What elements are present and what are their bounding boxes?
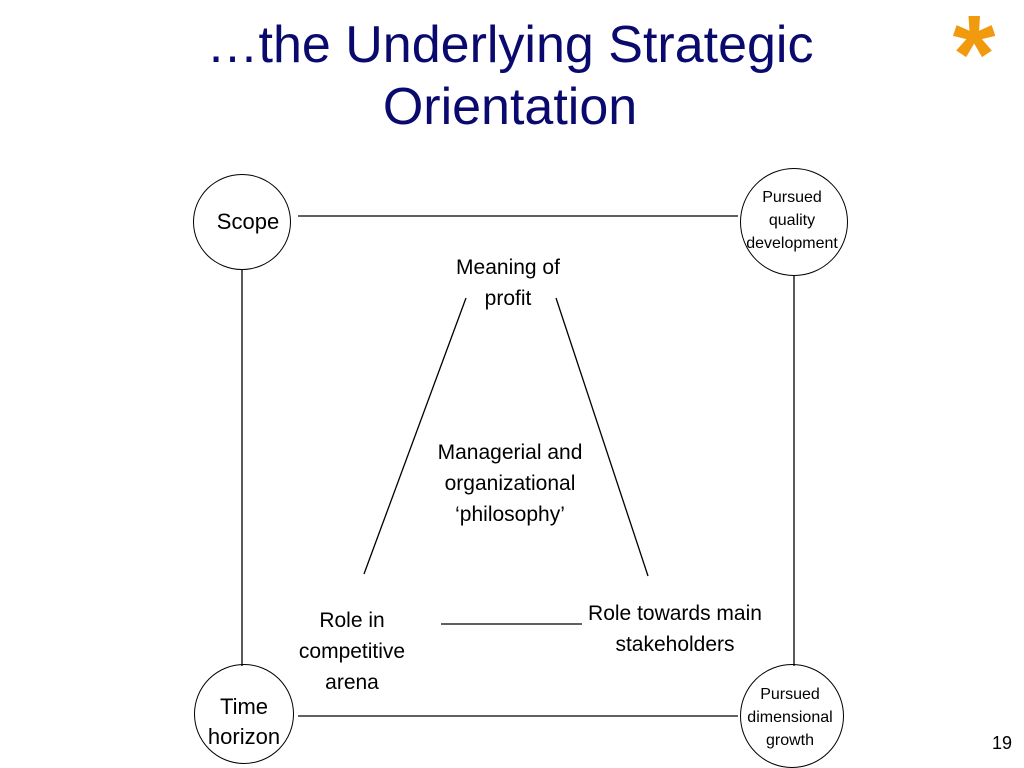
scope-node [193,174,291,270]
pursued-dimensional-label: Pursued dimensional growth [747,686,833,749]
line-profit-to-arena [363,297,467,575]
page-number: 19 [991,733,1012,753]
pursued-quality-label: Pursued quality development [746,189,838,252]
scope-label: Scope [216,209,280,234]
title-line-1: …the Underlying Strategic [206,16,814,74]
managerial-philosophy-label: Managerial and organizational ‘philosoph… [437,441,583,526]
role-competitive-arena-label: Role in competitive arena [298,609,406,694]
time-horizon-node [194,664,294,764]
time-horizon-label: Time horizon [207,694,281,749]
role-stakeholders-label: Role towards main stakeholders [588,602,762,656]
slide-title: …the Underlying Strategic Orientation [100,14,920,138]
line-profit-to-stakeholders [555,297,649,577]
pursued-quality-node [740,168,848,276]
meaning-of-profit-label: Meaning of profit [456,256,560,310]
title-line-2: Orientation [382,78,638,136]
